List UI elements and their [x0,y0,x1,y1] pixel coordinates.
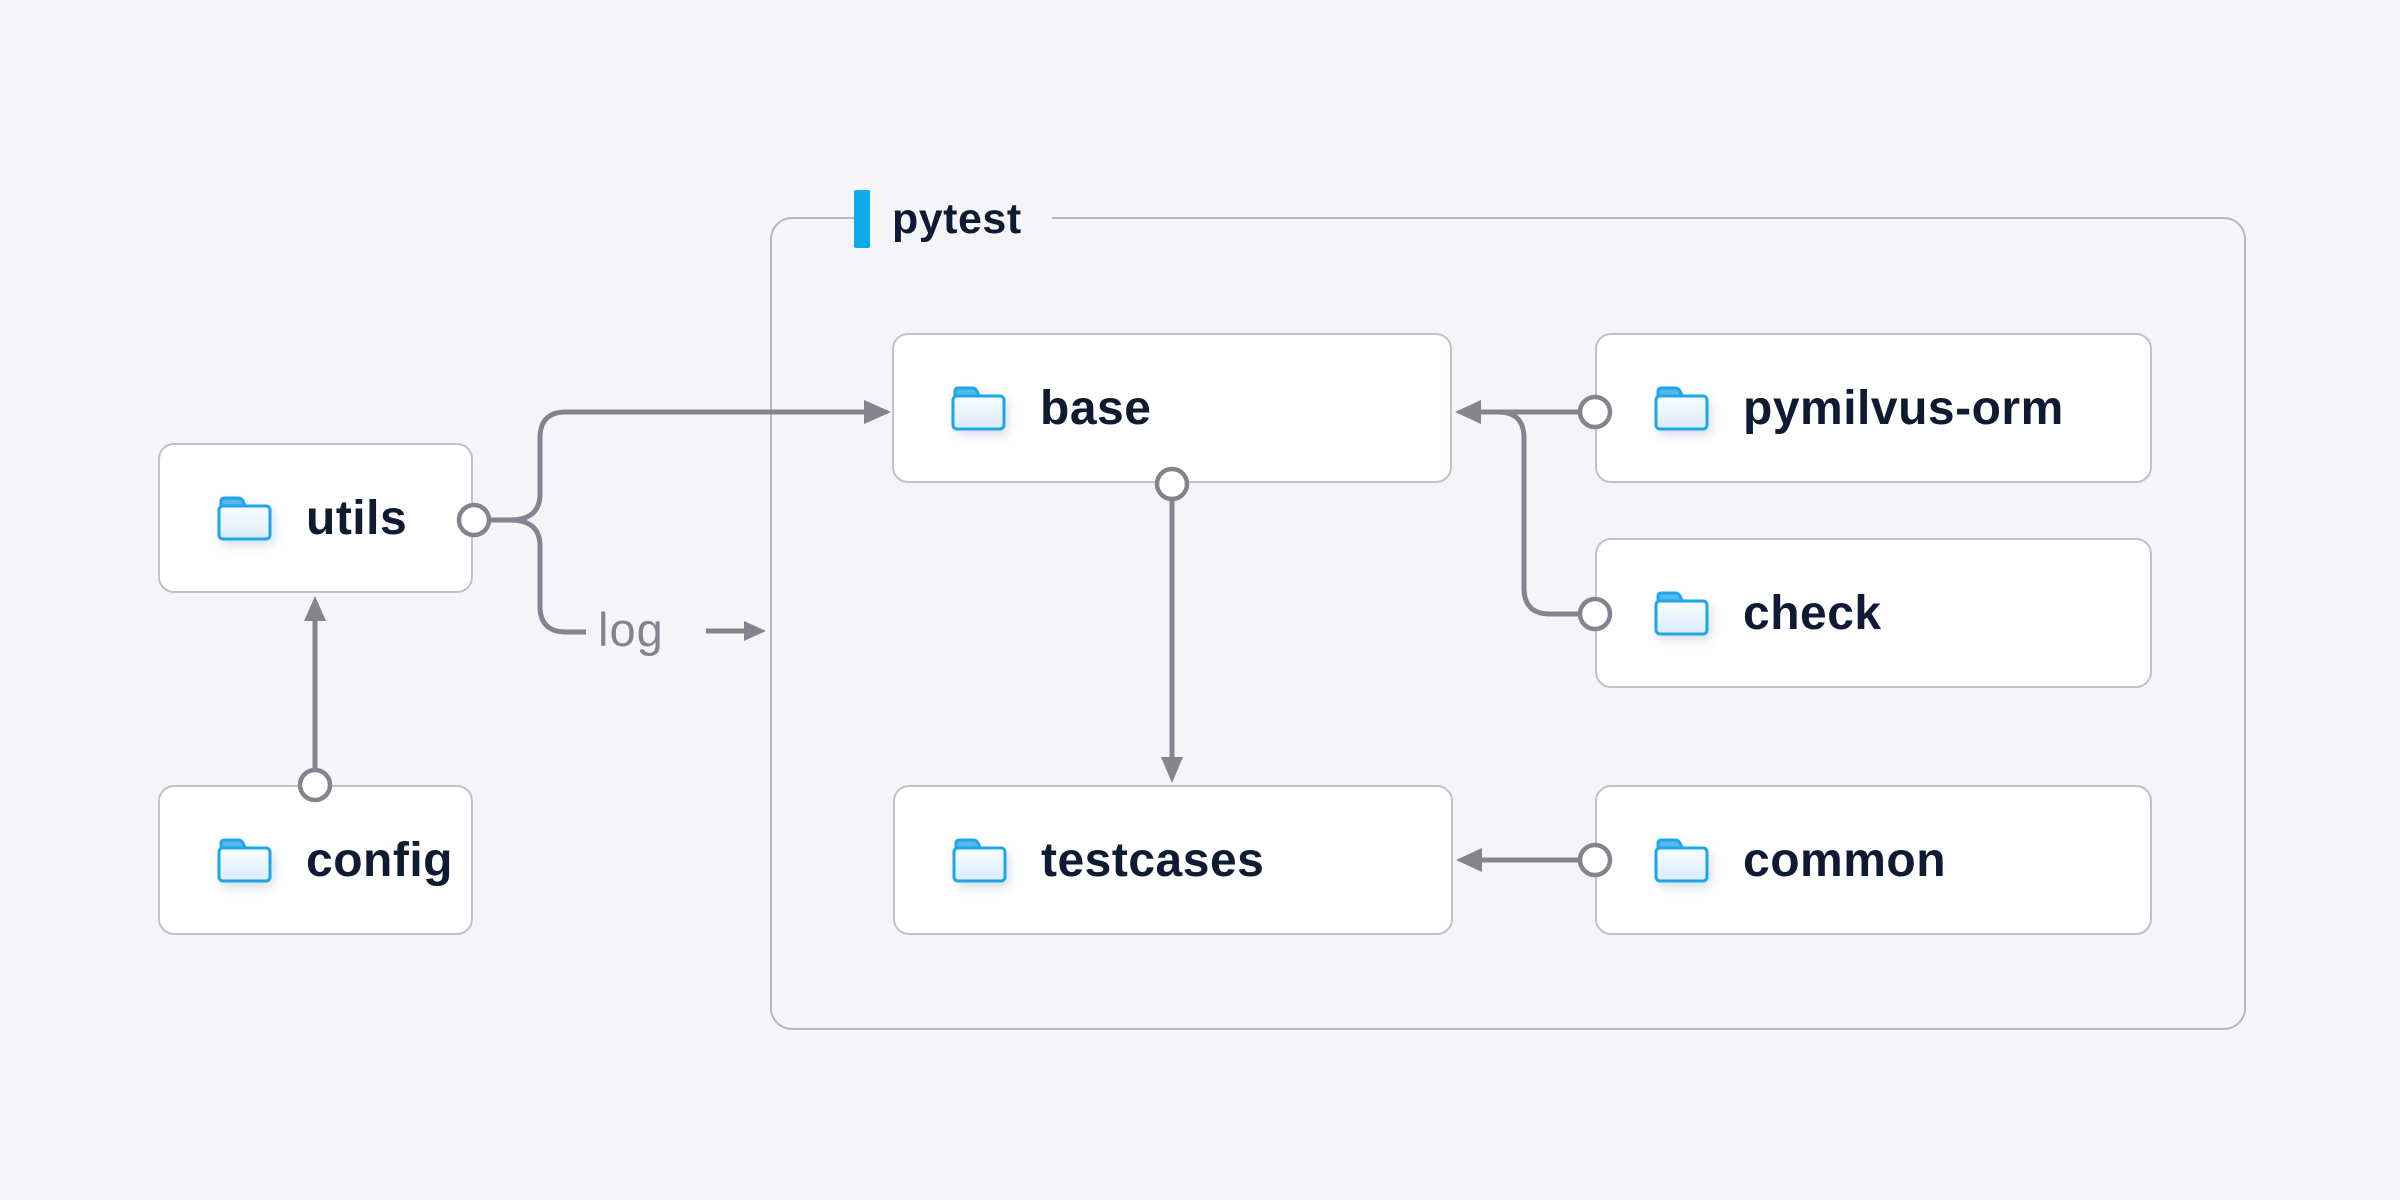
folder-icon [217,496,272,541]
folder-icon [217,838,272,883]
node-check: check [1595,538,2152,688]
node-base: base [892,333,1452,483]
folder-icon [952,838,1007,883]
node-config: config [158,785,473,935]
folder-icon [1654,386,1709,431]
node-utils: utils [158,443,473,593]
folder-icon [1654,838,1709,883]
node-label: testcases [1041,833,1265,887]
node-label: pymilvus-orm [1743,381,2064,435]
edge-label-log: log [598,603,664,656]
node-testcases: testcases [893,785,1453,935]
edge-config-to-utils [297,596,333,803]
pytest-group-container: pytest [770,190,2246,1030]
node-label: utils [306,491,408,545]
node-pymilvus-orm: pymilvus-orm [1595,333,2152,483]
arrowhead [304,596,326,621]
group-title: pytest [892,194,1022,243]
arrowhead [744,621,766,641]
node-label: check [1743,586,1882,640]
node-label: common [1743,833,1947,887]
node-common: common [1595,785,2152,935]
pytest-group-label: pytest [854,190,1052,248]
folder-icon [1654,591,1709,636]
folder-icon [951,386,1006,431]
accent-bar [854,190,870,248]
node-label: base [1040,381,1152,435]
node-label: config [306,833,453,887]
